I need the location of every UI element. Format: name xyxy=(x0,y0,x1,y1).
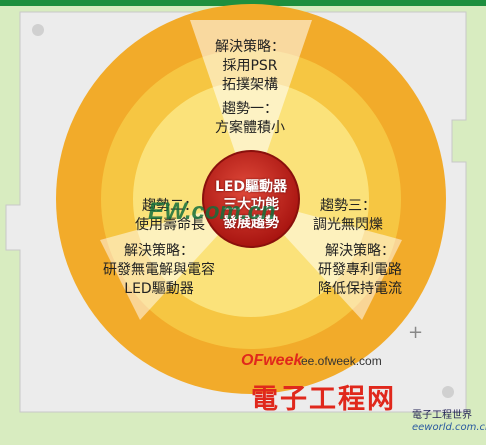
trend2-block: 趨勢二： 使用壽命長 xyxy=(120,197,220,235)
top-solution-title: 解決策略： xyxy=(215,39,285,55)
trend1-title: 趨勢一： xyxy=(222,101,278,117)
sector-top xyxy=(190,20,312,199)
right-solution-line2: 降低保持電流 xyxy=(318,281,402,297)
left-solution-line1: 研發無電解與電容 xyxy=(103,262,215,278)
watermark-eeworld-cn: 電子工程世界 xyxy=(412,410,472,421)
plus-mark-icon: + xyxy=(408,322,424,343)
watermark-eeworld-en: eeworld.com.cn xyxy=(412,422,486,433)
top-solution-line1: 採用PSR xyxy=(222,58,278,74)
top-solution-block: 解決策略： 採用PSR 拓撲架構 xyxy=(200,38,300,95)
trend3-block: 趨勢三： 調光無閃爍 xyxy=(298,197,398,235)
trend3-title: 趨勢三： xyxy=(320,198,376,214)
left-solution-block: 解決策略： 研發無電解與電容 LED驅動器 xyxy=(84,242,234,299)
top-green-bar xyxy=(0,0,486,6)
trend2-title: 趨勢二： xyxy=(142,198,198,214)
mount-hole-br xyxy=(442,386,454,398)
watermark-brand-logo: OFweek xyxy=(241,352,303,369)
trend1-desc: 方案體積小 xyxy=(215,120,285,136)
top-solution-line2: 拓撲架構 xyxy=(222,77,278,93)
center-line-1: LED驅動器 xyxy=(214,179,288,195)
center-label: LED驅動器 三大功能 發展趨勢 xyxy=(207,178,295,232)
watermark-eeworld-logo: 電子工程世界 eeworld.com.cn xyxy=(412,410,486,434)
left-solution-title: 解決策略： xyxy=(124,243,194,259)
right-solution-title: 解決策略： xyxy=(325,243,395,259)
center-line-3: 發展趨勢 xyxy=(223,215,279,231)
center-circle xyxy=(202,150,300,248)
right-solution-block: 解決策略： 研發專利電路 降低保持電流 xyxy=(300,242,420,299)
trend3-desc: 調光無閃爍 xyxy=(313,217,383,233)
trend1-block: 趨勢一： 方案體積小 xyxy=(200,100,300,138)
watermark-brand-url: ee.ofweek.com xyxy=(301,354,382,368)
right-solution-line1: 研發專利電路 xyxy=(318,262,402,278)
watermark-site: EW.com.cn xyxy=(148,198,276,225)
mount-hole-tl xyxy=(32,24,44,36)
trend2-desc: 使用壽命長 xyxy=(135,217,205,233)
left-solution-line2: LED驅動器 xyxy=(124,281,194,297)
center-line-2: 三大功能 xyxy=(223,197,279,213)
watermark-brand-cn: 電子工程网 xyxy=(251,384,396,415)
